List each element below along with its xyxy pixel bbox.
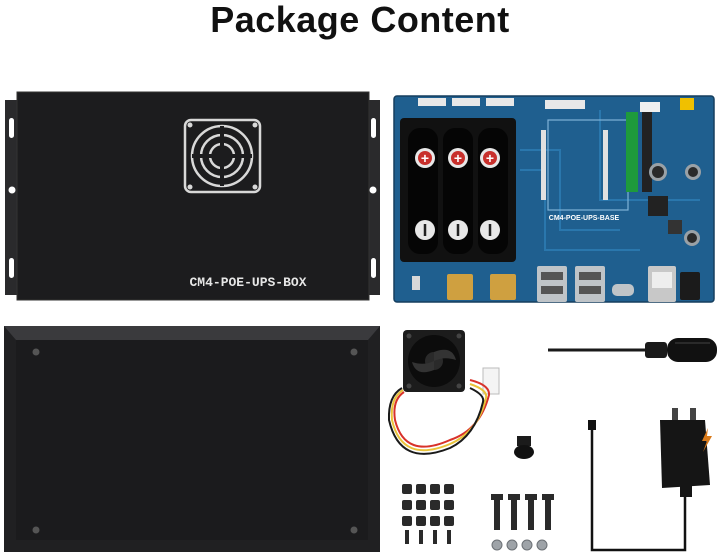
screw-set-long (491, 494, 554, 530)
cm4-poe-ups-base-board: + + + CM4-POE-UPS-BASE (393, 95, 715, 303)
board-label: CM4-POE-UPS-BASE (549, 215, 620, 222)
screwdriver (548, 338, 717, 362)
case-label: CM4-POE-UPS-BOX (189, 275, 306, 290)
battery-holder: + + + (400, 118, 516, 262)
svg-text:+: + (486, 150, 494, 166)
case-top-cover: CM4-POE-UPS-BOX (5, 91, 380, 301)
hex-nuts (491, 539, 548, 551)
screw-set-short (402, 484, 454, 544)
svg-text:+: + (454, 150, 462, 166)
cooling-fan (387, 330, 500, 455)
fan-grille-icon (183, 118, 262, 194)
page-title: Package Content (210, 0, 510, 40)
case-bottom-shell (4, 326, 380, 552)
svg-text:+: + (421, 150, 429, 166)
power-adapter (588, 408, 712, 552)
lightning-bolt-icon (702, 428, 712, 452)
button-cap (514, 436, 534, 459)
